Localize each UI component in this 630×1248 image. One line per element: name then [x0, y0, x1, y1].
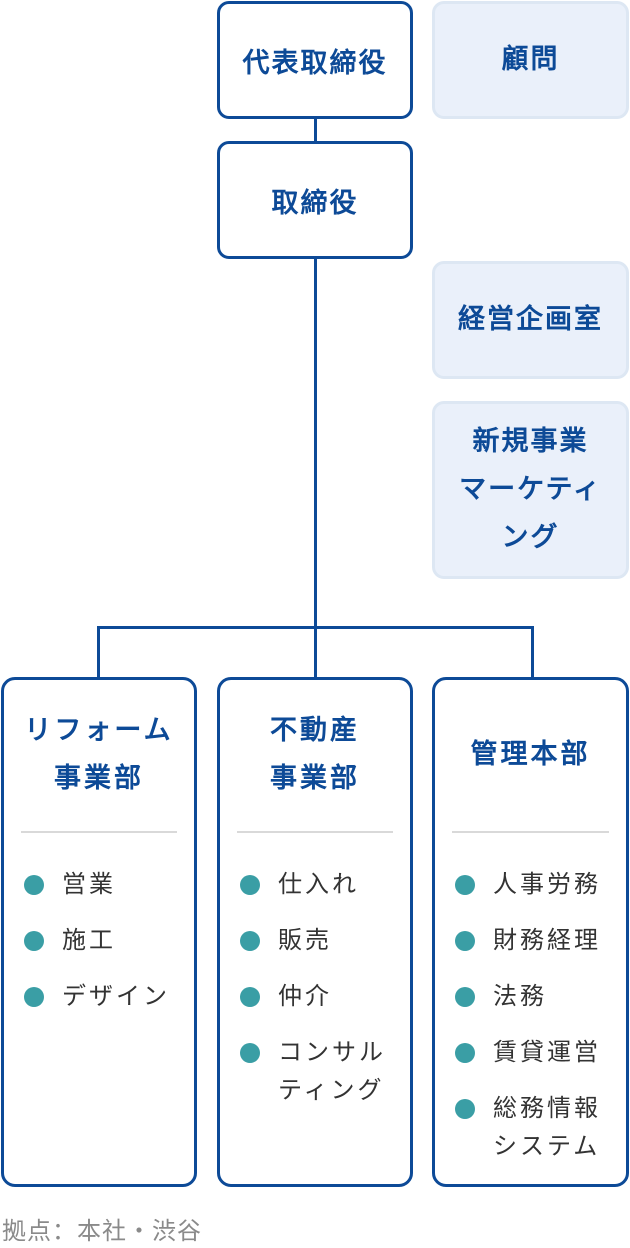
function-item: デザイン	[4, 977, 194, 1015]
bullet-dot	[240, 875, 260, 895]
department-card-real-estate: 不動産 事業部 仕入れ 販売 仲介 コンサル ティング	[217, 677, 413, 1187]
director-box: 取締役	[217, 141, 413, 259]
function-item: 仕入れ	[220, 865, 410, 903]
connector-ceo-director	[314, 116, 317, 143]
function-label: 財務経理	[493, 926, 601, 954]
connector-horizontal	[97, 626, 534, 629]
department-function-list: 人事労務 財務経理 法務 賃貸運営 総務情報 システム	[435, 865, 626, 1183]
bullet-dot	[24, 931, 44, 951]
divider	[237, 831, 393, 833]
function-item: 営業	[4, 865, 194, 903]
bullet-dot	[240, 1043, 260, 1063]
location-note: 拠点：本社・渋谷	[2, 1217, 202, 1245]
function-item: 販売	[220, 921, 410, 959]
function-item: 総務情報 システム	[435, 1089, 626, 1165]
bullet-dot	[455, 987, 475, 1007]
ceo-label: 代表取締役	[242, 47, 388, 79]
function-item: 賃貸運営	[435, 1033, 626, 1071]
bullet-dot	[455, 1043, 475, 1063]
function-item: 人事労務	[435, 865, 626, 903]
bullet-dot	[240, 931, 260, 951]
function-label: 仲介	[278, 982, 332, 1010]
bullet-dot	[24, 987, 44, 1007]
connector-kanri	[531, 626, 534, 677]
bullet-dot	[455, 931, 475, 951]
bullet-dot	[240, 987, 260, 1007]
bullet-dot	[24, 875, 44, 895]
new-business-box: 新規事業 マーケティ ング	[432, 401, 629, 579]
department-function-list: 営業 施工 デザイン	[4, 865, 194, 1033]
function-label: 法務	[493, 982, 547, 1010]
planning-office-label: 経営企画室	[458, 304, 603, 335]
department-title: 管理本部	[470, 739, 591, 770]
connector-reform	[97, 626, 100, 677]
bullet-dot	[455, 875, 475, 895]
bullet-dot	[455, 1099, 475, 1119]
function-label: 賃貸運営	[493, 1038, 601, 1066]
department-title: リフォーム 事業部	[24, 715, 174, 794]
ceo-box: 代表取締役	[217, 1, 413, 119]
function-label: 総務情報 システム	[493, 1094, 601, 1160]
department-title: 不動産 事業部	[270, 715, 360, 794]
function-label: デザイン	[62, 982, 170, 1010]
advisor-box: 顧問	[432, 1, 629, 119]
department-card-management: 管理本部 人事労務 財務経理 法務 賃貸運営 総務情報 システム	[432, 677, 629, 1187]
director-label: 取締役	[271, 187, 359, 219]
connector-trunk	[314, 256, 317, 677]
function-item: 仲介	[220, 977, 410, 1015]
divider	[452, 831, 609, 833]
function-item: 法務	[435, 977, 626, 1015]
function-label: 施工	[62, 926, 116, 954]
function-label: 営業	[62, 870, 116, 898]
new-business-label: 新規事業 マーケティ ング	[459, 426, 602, 553]
department-function-list: 仕入れ 販売 仲介 コンサル ティング	[220, 865, 410, 1127]
department-card-reform: リフォーム 事業部 営業 施工 デザイン	[1, 677, 197, 1187]
advisor-label: 顧問	[501, 44, 560, 75]
function-label: 人事労務	[493, 870, 601, 898]
function-label: 販売	[278, 926, 332, 954]
function-label: 仕入れ	[278, 870, 359, 898]
function-label: コンサル ティング	[278, 1038, 386, 1104]
function-item: 施工	[4, 921, 194, 959]
function-item: コンサル ティング	[220, 1033, 410, 1109]
divider	[21, 831, 177, 833]
planning-office-box: 経営企画室	[432, 261, 629, 379]
function-item: 財務経理	[435, 921, 626, 959]
